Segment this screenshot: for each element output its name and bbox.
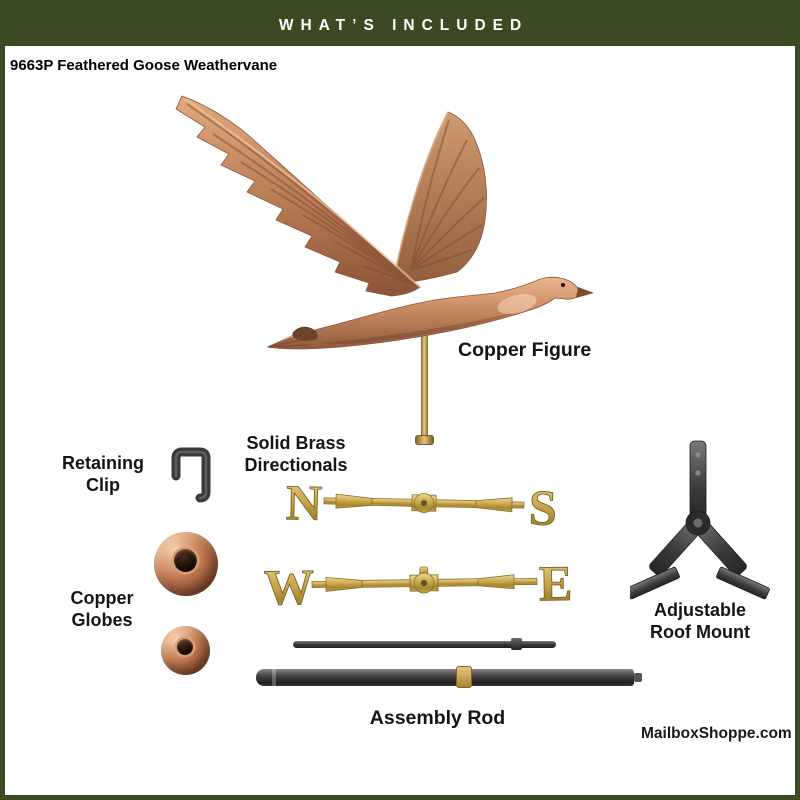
goose-near-wing-highlight [184,98,421,288]
weathervane-spindle-rod [421,335,428,438]
assembly-rod-upper-collar [511,638,522,650]
roof-mount-label: Adjustable Roof Mount [650,600,750,642]
mount-pivot-bolt [693,518,703,528]
retaining-clip-shape [171,447,211,503]
directional-letter-w: W [264,559,315,615]
watermark-text: MailboxShoppe.com [641,725,792,742]
globe-hole [174,549,197,572]
goose-chest-highlight [497,294,537,314]
directional-letter-s: S [528,479,557,532]
assembly-rod-upper [293,641,556,648]
goose-eye [560,282,566,288]
weathervane-spindle-tip [415,435,434,445]
copper-globe-large [154,532,218,596]
directional-north-south: N S [285,474,558,532]
copper-globes-label: Copper Globes [70,588,134,630]
directionals-label: Solid Brass Directionals [244,433,348,475]
directional-west-east: W E [263,554,573,615]
copper-globe-small [161,626,210,675]
mount-screw [695,452,701,458]
goose-near-wing-feathers [186,103,416,287]
retaining-clip-sheen [174,450,208,500]
assembly-rod-brass-coupling [456,666,472,688]
goose-body [266,276,580,350]
goose-beak [576,287,594,298]
assembly-rod-tip [634,673,642,682]
roof-mount-image [630,440,770,600]
mount-right-foot [716,566,770,600]
assembly-rod-lower [256,669,634,686]
globe-hole [177,639,193,655]
assembly-rod-label: Assembly Rod [369,707,506,729]
header-bar: WHAT’S INCLUDED [5,5,795,46]
mount-left-foot [630,566,680,600]
mount-screw [695,470,701,476]
copper-goose-figure [175,95,594,350]
directional-letter-e: E [539,555,573,611]
assembly-rod-ring [272,669,276,686]
goose-near-wing [175,95,421,297]
copper-figure-label: Copper Figure [458,339,592,361]
goose-feet [292,326,318,341]
retaining-clip-image [171,447,211,503]
page-title: WHAT’S INCLUDED [278,16,529,34]
product-title: 9663P Feathered Goose Weathervane [10,57,278,74]
directional-letter-n: N [285,474,322,531]
retaining-clip-label: Retaining Clip [61,453,144,495]
goose-far-wing-feathers [410,119,485,271]
goose-far-wing-highlight [392,111,449,283]
